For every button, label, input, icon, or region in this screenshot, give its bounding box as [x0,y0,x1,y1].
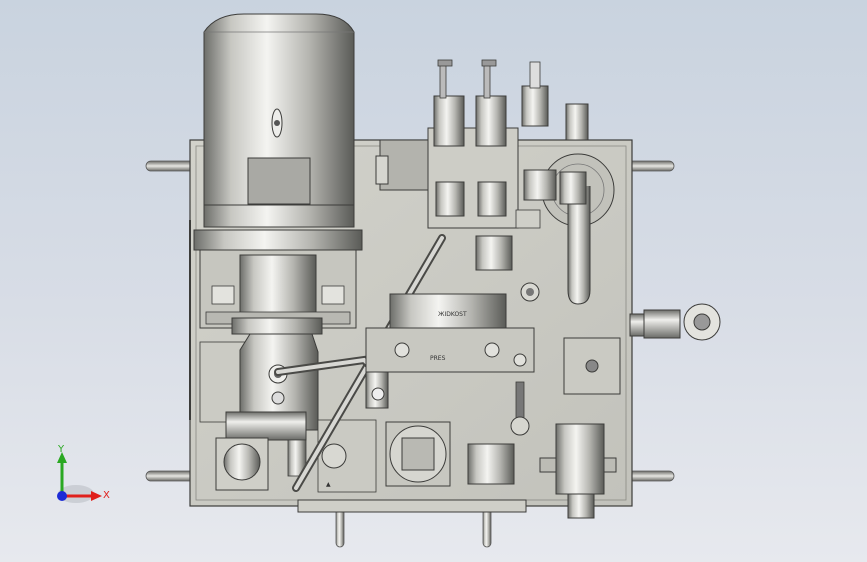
side-outlet-valve [629,303,721,341]
y-axis-arrowhead [57,452,67,463]
hydraulic-pump [199,333,377,493]
nameplate-text: ▲ [326,481,331,488]
level-gauge-assembly [365,293,535,373]
sight-glass-label: ЖIDKOST [438,311,467,318]
y-axis-label: Y [57,444,65,455]
coordinate-triad[interactable] [57,452,102,503]
lower-components [365,337,621,519]
valve-manifold [375,59,589,271]
electric-motor [193,13,363,335]
label-strip-text: PRES [430,355,446,362]
x-axis-label: X [103,490,110,501]
z-axis-marker [57,491,67,501]
return-line-assembly [520,153,615,305]
x-axis-arrowhead [91,491,102,501]
